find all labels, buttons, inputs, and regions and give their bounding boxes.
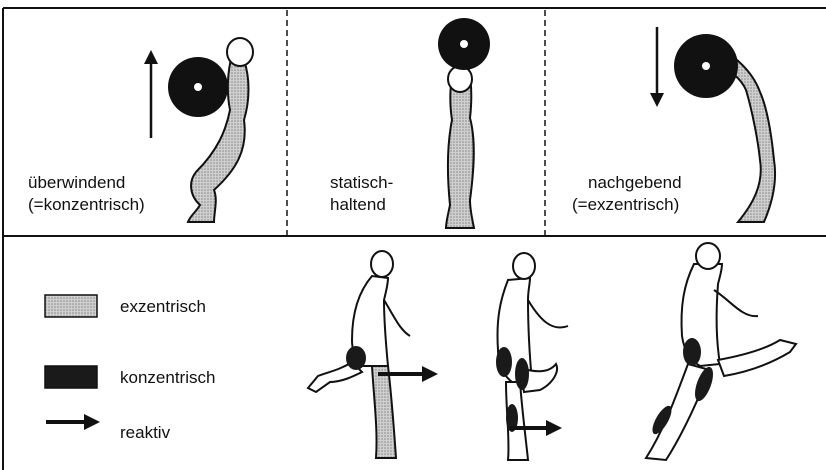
hamstring-concentric	[515, 358, 529, 390]
head	[227, 38, 253, 66]
weight-hub	[460, 40, 468, 48]
legend-swatch-exzentrisch	[45, 295, 97, 317]
head	[448, 66, 472, 92]
reactive-arrow-head	[422, 366, 438, 382]
panel-1-label-line2: (=konzentrisch)	[28, 194, 145, 216]
glute-concentric	[496, 347, 512, 377]
legend-label-reaktiv: reaktiv	[120, 422, 170, 444]
weight-hub	[702, 62, 710, 70]
panel-3-label-line2: (=exzentrisch)	[572, 194, 679, 216]
figure-overcoming	[144, 38, 253, 222]
runner-pushoff	[646, 243, 796, 460]
panel-dividers	[287, 10, 545, 236]
runner-landing	[308, 251, 438, 458]
glute-concentric	[683, 338, 701, 366]
legend-arrow-reaktiv	[46, 414, 100, 430]
panel-2-label-line1: statisch-	[330, 172, 393, 194]
weight-hub	[194, 83, 202, 91]
runner-midstance	[496, 253, 568, 460]
panel-1-label-line1: überwindend	[28, 172, 125, 194]
reactive-arrow-head	[546, 420, 562, 436]
figure-static	[438, 18, 490, 228]
glute-concentric	[346, 346, 366, 370]
arm	[714, 290, 758, 316]
panel-3-label-line1: nachgebend	[588, 172, 682, 194]
head	[513, 253, 535, 279]
panel-2-label-line2: haltend	[330, 194, 386, 216]
swing-leg	[718, 340, 796, 376]
front-leg	[372, 366, 396, 458]
legend-label-exzentrisch: exzentrisch	[120, 296, 206, 318]
arm	[384, 300, 410, 336]
legend-label-konzentrisch: konzentrisch	[120, 367, 215, 389]
legend-swatch-konzentrisch	[45, 366, 97, 388]
head	[371, 251, 393, 277]
head	[696, 243, 720, 269]
arm	[528, 300, 568, 328]
up-arrow-head	[144, 50, 158, 64]
down-arrow-head	[650, 93, 664, 107]
